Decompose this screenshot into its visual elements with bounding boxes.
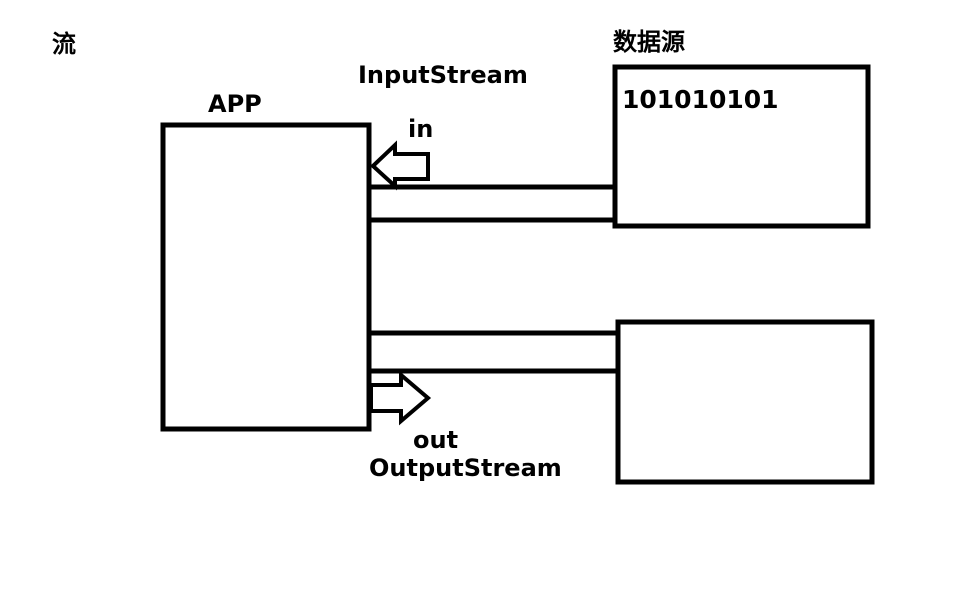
output-stream-variable: out xyxy=(413,426,459,454)
diagram-title: 流 xyxy=(52,30,76,58)
data-source-label: 数据源 xyxy=(613,28,685,56)
output-stream-label: OutputStream xyxy=(369,454,562,482)
data-source-box xyxy=(612,64,871,229)
output-arrow-icon xyxy=(369,370,432,426)
app-label: APP xyxy=(208,90,262,118)
input-arrow-icon xyxy=(370,140,430,191)
app-box xyxy=(160,122,372,432)
output-target-box xyxy=(615,319,875,485)
data-source-content: 101010101 xyxy=(622,85,779,114)
input-stream-label: InputStream xyxy=(358,61,528,89)
input-pipe xyxy=(369,184,615,223)
output-pipe xyxy=(369,330,618,374)
input-stream-variable: in xyxy=(408,115,434,143)
